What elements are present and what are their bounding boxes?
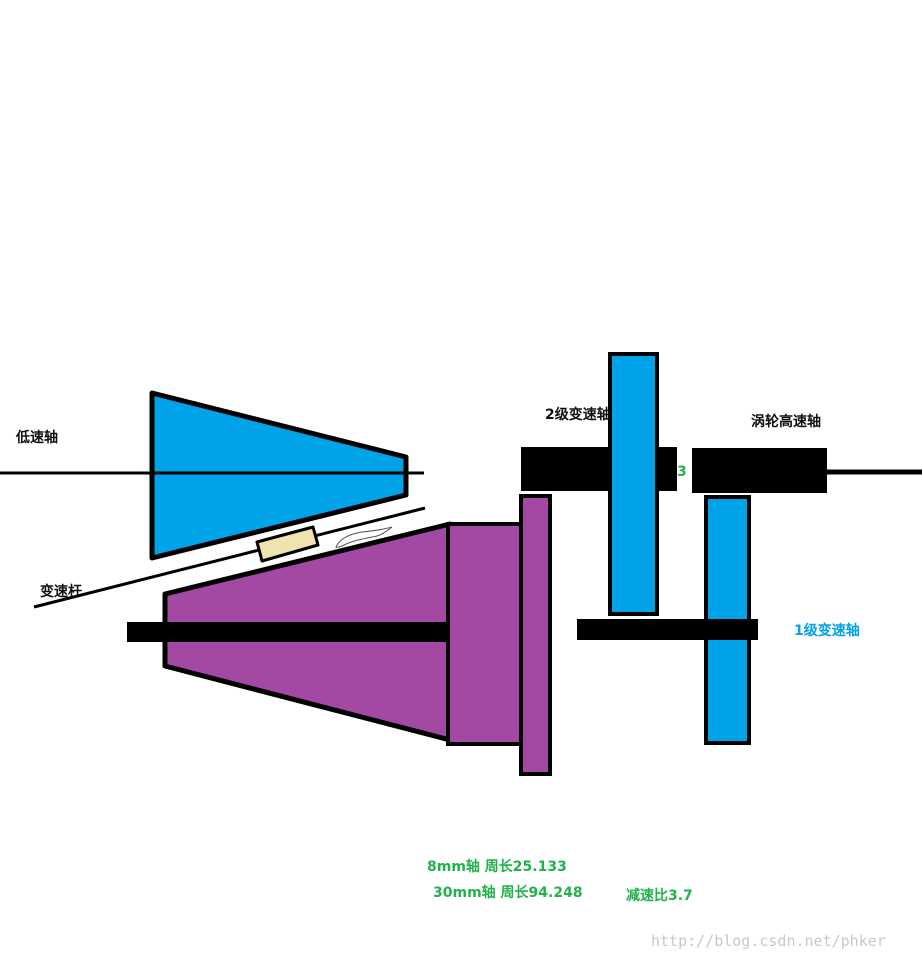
shift-lever-label: 变速杆 bbox=[40, 583, 82, 600]
reduction-ratio-label: 减速比3.7 bbox=[626, 887, 693, 904]
shaft-30mm-label: 30mm轴 周长94.248 bbox=[433, 884, 583, 901]
shift-lever-line bbox=[33, 506, 426, 609]
purple-cone-shaft bbox=[127, 622, 447, 642]
upper-blue-gear bbox=[608, 352, 659, 616]
shaft-8mm-label: 8mm轴 周长25.133 bbox=[427, 858, 567, 875]
worm-shaft-label: 涡轮高速轴 bbox=[751, 413, 821, 430]
scribble-mark bbox=[335, 526, 393, 548]
watermark-text: http://blog.csdn.net/phker bbox=[651, 932, 886, 950]
stage2-fragment-label: 3 bbox=[677, 464, 687, 480]
blue-cone bbox=[149, 390, 409, 561]
purple-gear-plate bbox=[519, 494, 552, 776]
stage1-shaft-block bbox=[577, 619, 758, 640]
low-speed-shaft-label: 低速轴 bbox=[15, 429, 58, 446]
stage1-shaft-label: 1级变速轴 bbox=[794, 622, 860, 639]
worm-shaft-block bbox=[692, 448, 827, 493]
stage2-shaft-label: 2级变速轴 bbox=[545, 406, 611, 423]
lever-slider bbox=[255, 525, 320, 563]
